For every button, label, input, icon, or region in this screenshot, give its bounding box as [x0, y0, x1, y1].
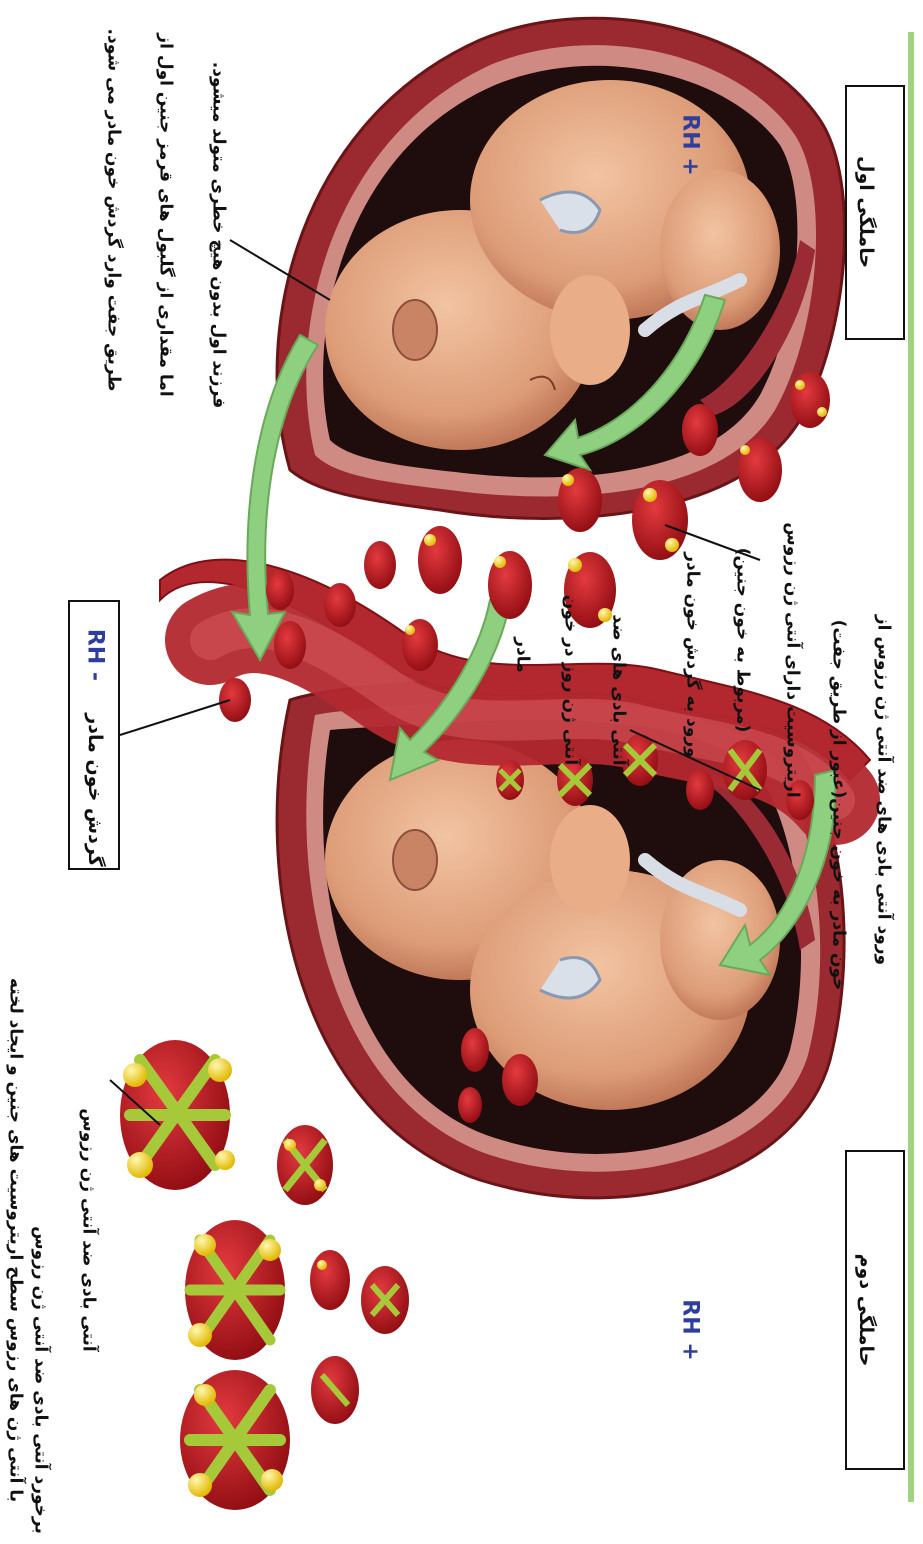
antibody-line2: آنتی ژن روز در خون	[562, 595, 579, 765]
erythrocyte-line3: ورود به گردش خون مادر	[684, 552, 701, 758]
first-child-line3: طریق جفت وارد گردش خون مادر می شود.	[105, 29, 122, 392]
erythrocyte-line2: (مربوط به خون جنین)	[734, 548, 751, 733]
first-child-line2: اما مقداری از گلبول های قرمز جنین اول از	[157, 33, 174, 396]
second-pregnancy-label: حاملگی دوم	[855, 1254, 877, 1367]
reaction-line2: با آنتی ژن های رزوس سطح اریتروسیت های جن…	[7, 978, 24, 1502]
antibody-line3: مادر	[514, 637, 531, 672]
accent-bar	[908, 32, 914, 1502]
rh-negative-label: RH -	[83, 629, 108, 681]
reaction-line1: برخورد آنتی بادی ضد آنتی ژن رزوس	[32, 1226, 49, 1534]
antigen-entry-line2: خون مادر به خون جنین(عبور از طریق جفت)	[830, 620, 847, 991]
agglutinated-rbcs	[120, 1040, 409, 1510]
erythrocyte-line1: اریتروسیت دارای آنتی ژن رزوس	[784, 522, 801, 797]
antigen-entry-line1: ورود آنتی بادی های ضد آنتی ژن رزوس از	[875, 615, 892, 965]
maternal-circulation-label: گردش خون مادر	[84, 713, 106, 866]
antibody-line1: آنتی بادی های ضد	[610, 614, 627, 765]
first-child-line1: فرزند اول بدون هیچ خطری متولد میشود.	[210, 62, 227, 409]
rh-positive-first: RH +	[678, 114, 703, 175]
anti-rh-antibody-label: آنتی بادی ضد آنتی ژن رزوس	[80, 1108, 97, 1352]
first-pregnancy-label: حاملگی اول	[855, 156, 877, 268]
rh-positive-second: RH +	[678, 1299, 703, 1360]
